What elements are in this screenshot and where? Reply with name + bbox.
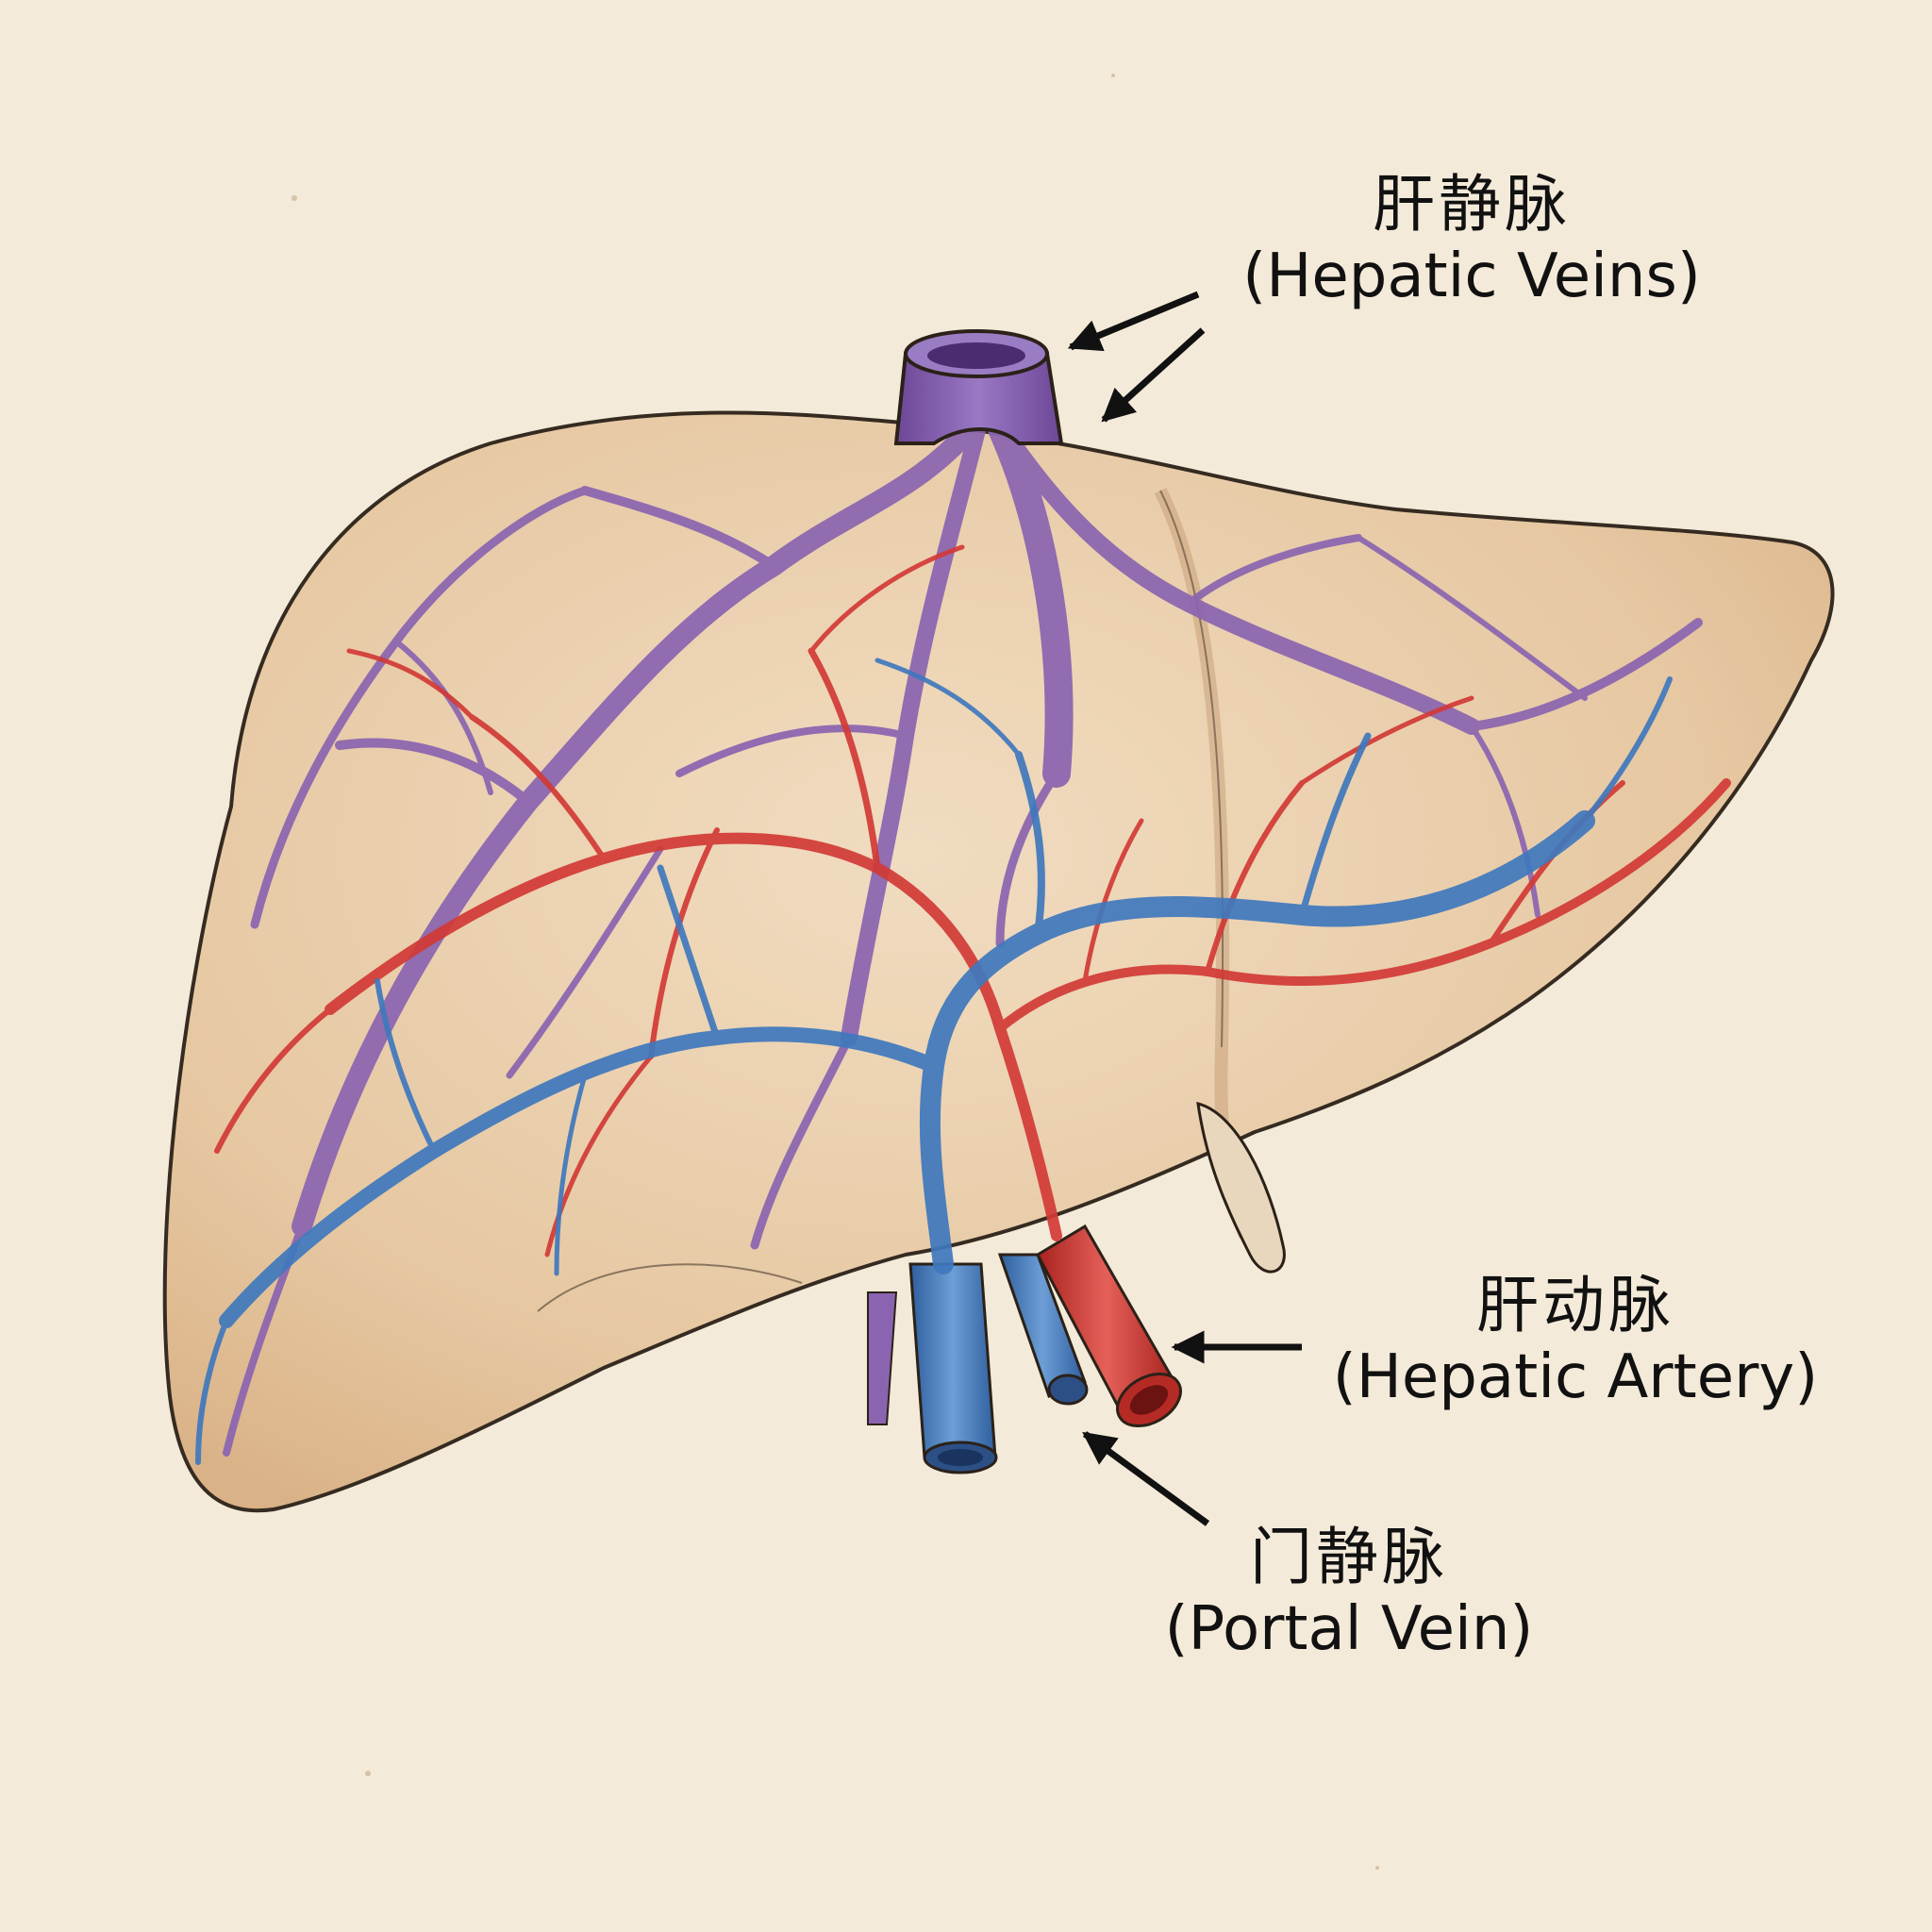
portal-vein-trunk [908, 1253, 1089, 1474]
hepatic-veins-label-en: (Hepatic Veins) [1242, 241, 1701, 311]
arrow-hepatic-veins-1 [1067, 291, 1200, 352]
hepatic-veins-label-zh: 肝静脉 [1373, 168, 1571, 241]
inferior-vena-cava [893, 329, 1064, 445]
arrow-hepatic-veins-2 [1101, 327, 1206, 423]
hepatic-artery-trunk [1036, 1224, 1182, 1427]
hepatic-artery-label: 肝动脉 (Hepatic Artery) [1302, 1269, 1849, 1413]
portal-vein-network [195, 658, 1673, 1465]
gallbladder [1196, 1102, 1286, 1274]
pointer-arrows [1067, 291, 1302, 1526]
hepatic-artery-label-en: (Hepatic Artery) [1332, 1341, 1819, 1412]
arrow-portal-vein [1082, 1431, 1210, 1526]
lower-vein-stub [867, 1291, 898, 1425]
hepatic-veins-label: 肝静脉 (Hepatic Veins) [1217, 168, 1726, 312]
hepatic-vein-network [223, 405, 1703, 1457]
hepatic-artery-label-zh: 肝动脉 [1476, 1269, 1674, 1341]
portal-vein-label-en: (Portal Vein) [1164, 1593, 1534, 1664]
portal-vein-label: 门静脉 (Portal Vein) [1141, 1521, 1557, 1665]
portal-vein-label-zh: 门静脉 [1250, 1521, 1448, 1593]
